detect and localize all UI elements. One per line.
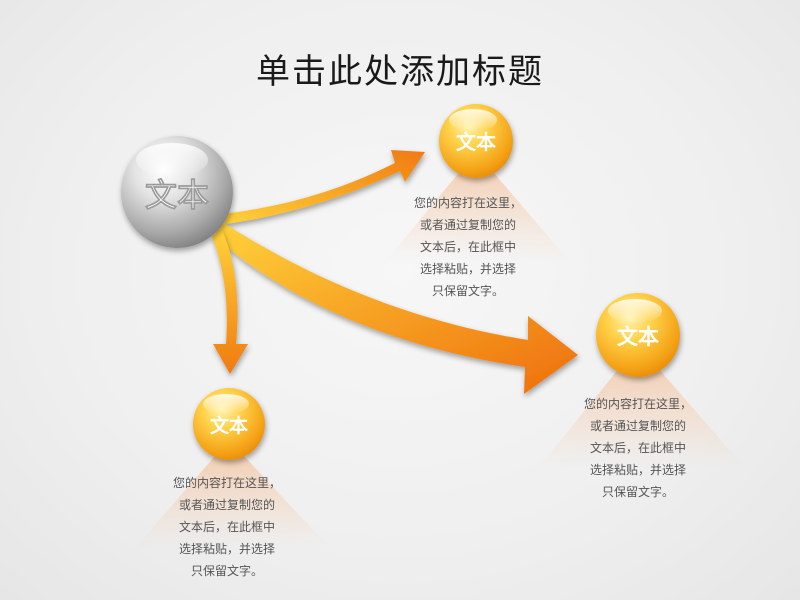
node-1-label: 文本	[456, 130, 496, 154]
node-2-line: 只保留文字。	[601, 485, 674, 499]
node-2-line: 文本后，在此框中	[589, 441, 686, 455]
node-3-description[interactable]: 您的内容打在这里， 或者通过复制您的 文本后，在此框中 选择粘贴，并选择 只保留…	[142, 472, 312, 582]
arrow-to-node-2	[214, 222, 578, 394]
node-1-orb[interactable]: 文本	[439, 104, 513, 178]
node-1-line: 或者通过复制您的	[419, 218, 516, 232]
node-3-line: 文本后，在此框中	[178, 520, 275, 534]
node-3-line: 您的内容打在这里，	[172, 476, 281, 490]
node-1-line: 选择粘贴，并选择	[419, 262, 516, 276]
node-1-line: 只保留文字。	[431, 284, 504, 298]
node-3-orb[interactable]: 文本	[193, 388, 265, 460]
node-3-line: 选择粘贴，并选择	[178, 542, 275, 556]
node-3-cone	[135, 440, 330, 548]
node-1-line: 您的内容打在这里，	[413, 196, 522, 210]
node-2-orb[interactable]: 文本	[596, 293, 680, 377]
hub-label: 文本	[145, 176, 209, 214]
node-2-cone	[538, 345, 745, 468]
node-2-line: 选择粘贴，并选择	[589, 463, 686, 477]
node-2-label: 文本	[617, 325, 659, 349]
node-1-line: 文本后，在此框中	[419, 240, 516, 254]
node-2-description[interactable]: 您的内容打在这里， 或者通过复制您的 文本后，在此框中 选择粘贴，并选择 只保留…	[553, 393, 723, 503]
node-3-line: 或者通过复制您的	[178, 498, 275, 512]
slide-title[interactable]: 单击此处添加标题	[256, 52, 544, 92]
node-2-line: 您的内容打在这里，	[583, 397, 692, 411]
node-1-cone	[385, 152, 570, 262]
node-2-line: 或者通过复制您的	[589, 419, 686, 433]
hub-sphere[interactable]: 文本	[121, 136, 233, 248]
arrow-to-node-3	[212, 230, 248, 374]
arrow-to-node-1	[222, 150, 425, 224]
node-3-line: 只保留文字。	[190, 564, 263, 578]
node-3-label: 文本	[210, 414, 248, 437]
node-1-description[interactable]: 您的内容打在这里， 或者通过复制您的 文本后，在此框中 选择粘贴，并选择 只保留…	[383, 192, 553, 302]
